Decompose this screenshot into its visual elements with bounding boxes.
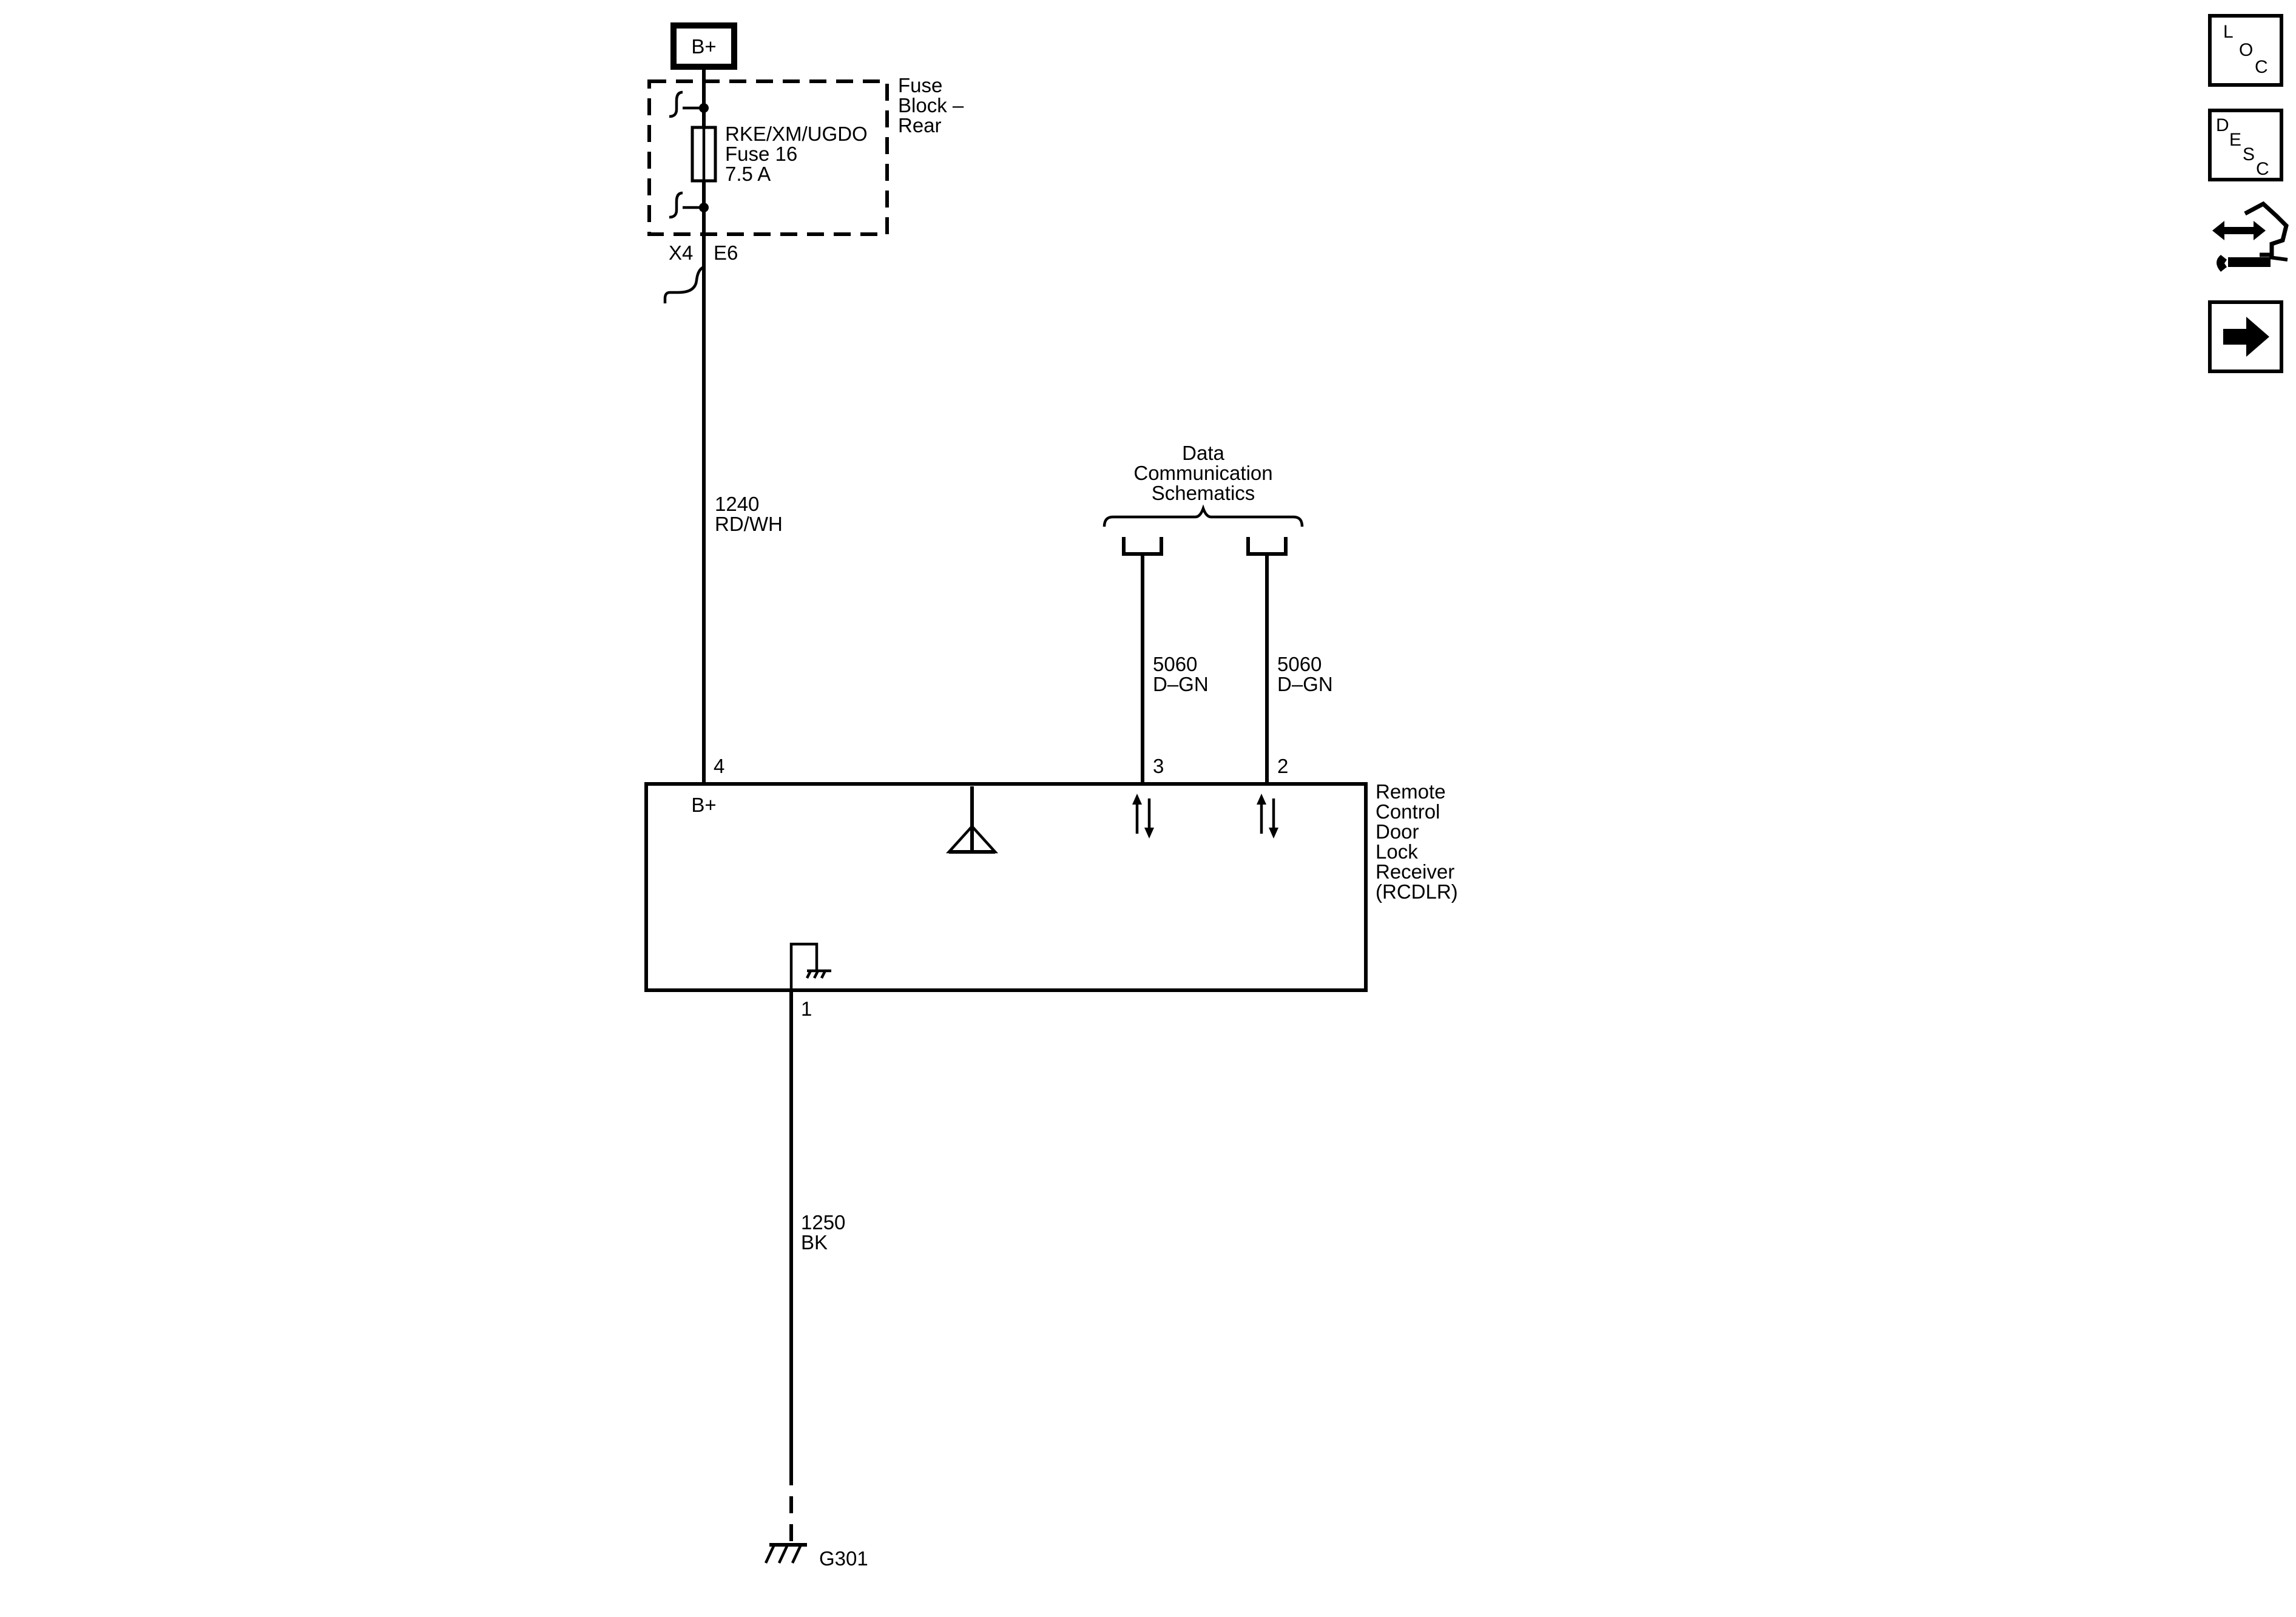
svg-text:RD/WH: RD/WH — [715, 513, 783, 535]
svg-text:Fuse: Fuse — [898, 74, 942, 96]
svg-text:Door: Door — [1376, 820, 1419, 843]
module-name-label: Remote Control Door Lock Receiver (RCDLR… — [1376, 780, 1458, 903]
rcdlr-module[interactable] — [644, 782, 1368, 992]
connector-wrench-icon — [2212, 201, 2289, 272]
svg-text:Receiver: Receiver — [1376, 860, 1454, 883]
loc-button[interactable]: L O C — [2208, 14, 2283, 87]
data-left-bidirectional-icon — [1132, 794, 1154, 839]
svg-text:L: L — [2223, 22, 2234, 42]
svg-text:Lock: Lock — [1376, 840, 1418, 863]
svg-text:1240: 1240 — [715, 493, 759, 515]
power-wire-label: 1240 RD/WH — [715, 493, 783, 535]
connector-x4-label: X4 — [669, 241, 693, 264]
module-b-plus-label: B+ — [691, 794, 716, 816]
inline-connector-icon — [663, 265, 705, 303]
svg-text:Schematics: Schematics — [1152, 482, 1255, 504]
svg-text:Fuse 16: Fuse 16 — [725, 143, 797, 165]
svg-text:C: C — [2255, 57, 2268, 77]
svg-text:D–GN: D–GN — [1153, 673, 1209, 695]
battery-source: B+ — [670, 22, 737, 70]
svg-text:RKE/XM/UGDO: RKE/XM/UGDO — [725, 123, 868, 145]
svg-text:Control: Control — [1376, 800, 1440, 823]
next-button[interactable] — [2208, 300, 2283, 373]
pin-4-label: 4 — [714, 755, 724, 777]
connector-wrench-button[interactable] — [2212, 201, 2289, 272]
arrow-right-icon — [2223, 317, 2269, 357]
fuse-block: Fuse Block – Rear RKE/XM/UGDO Fuse 16 7.… — [647, 74, 964, 236]
svg-text:Rear: Rear — [898, 114, 942, 137]
location-icon: L O C — [2223, 22, 2268, 77]
data-comm-brace — [1102, 504, 1304, 527]
pin-3-label: 3 — [1153, 755, 1164, 777]
internal-ground-icon — [789, 942, 831, 990]
svg-text:7.5 A: 7.5 A — [725, 163, 771, 185]
fuse-label: RKE/XM/UGDO Fuse 16 7.5 A — [725, 123, 868, 185]
svg-text:(RCDLR): (RCDLR) — [1376, 880, 1458, 903]
ground-g301-icon — [764, 1543, 807, 1564]
desc-button[interactable]: D E S C — [2208, 109, 2283, 181]
svg-text:O: O — [2239, 40, 2253, 60]
ground-wire-label: 1250 BK — [801, 1211, 845, 1254]
svg-text:D: D — [2216, 115, 2229, 135]
pin-1-label: 1 — [801, 998, 812, 1020]
terminal-e6-label: E6 — [714, 241, 738, 264]
battery-label: B+ — [691, 35, 716, 58]
data-wire-left-label: 5060 D–GN — [1153, 653, 1209, 695]
fuse-upper-connector-icon — [669, 90, 683, 118]
description-icon: D E S C — [2216, 115, 2269, 179]
svg-text:D–GN: D–GN — [1277, 673, 1333, 695]
data-left-plug-icon — [1122, 537, 1163, 556]
svg-text:Remote: Remote — [1376, 780, 1446, 803]
svg-text:Block –: Block – — [898, 94, 964, 116]
data-right-plug-icon — [1246, 537, 1288, 556]
svg-text:E: E — [2229, 130, 2241, 150]
svg-text:Communication: Communication — [1133, 462, 1272, 484]
data-wire-right-label: 5060 D–GN — [1277, 653, 1333, 695]
antenna-icon — [945, 786, 999, 854]
svg-text:Data: Data — [1182, 442, 1224, 464]
svg-text:S: S — [2243, 144, 2255, 164]
fuse-lower-connector-icon — [669, 191, 683, 219]
svg-text:5060: 5060 — [1153, 653, 1197, 675]
svg-text:1250: 1250 — [801, 1211, 845, 1234]
pin-2-label: 2 — [1277, 755, 1288, 777]
ground-g301-label: G301 — [819, 1547, 868, 1570]
svg-text:BK: BK — [801, 1231, 828, 1254]
data-communication-reference[interactable]: Data Communication Schematics — [1133, 442, 1272, 504]
svg-text:C: C — [2256, 159, 2269, 179]
fuse-block-label: Fuse Block – Rear — [898, 74, 964, 137]
data-right-bidirectional-icon — [1257, 794, 1278, 839]
svg-text:5060: 5060 — [1277, 653, 1322, 675]
